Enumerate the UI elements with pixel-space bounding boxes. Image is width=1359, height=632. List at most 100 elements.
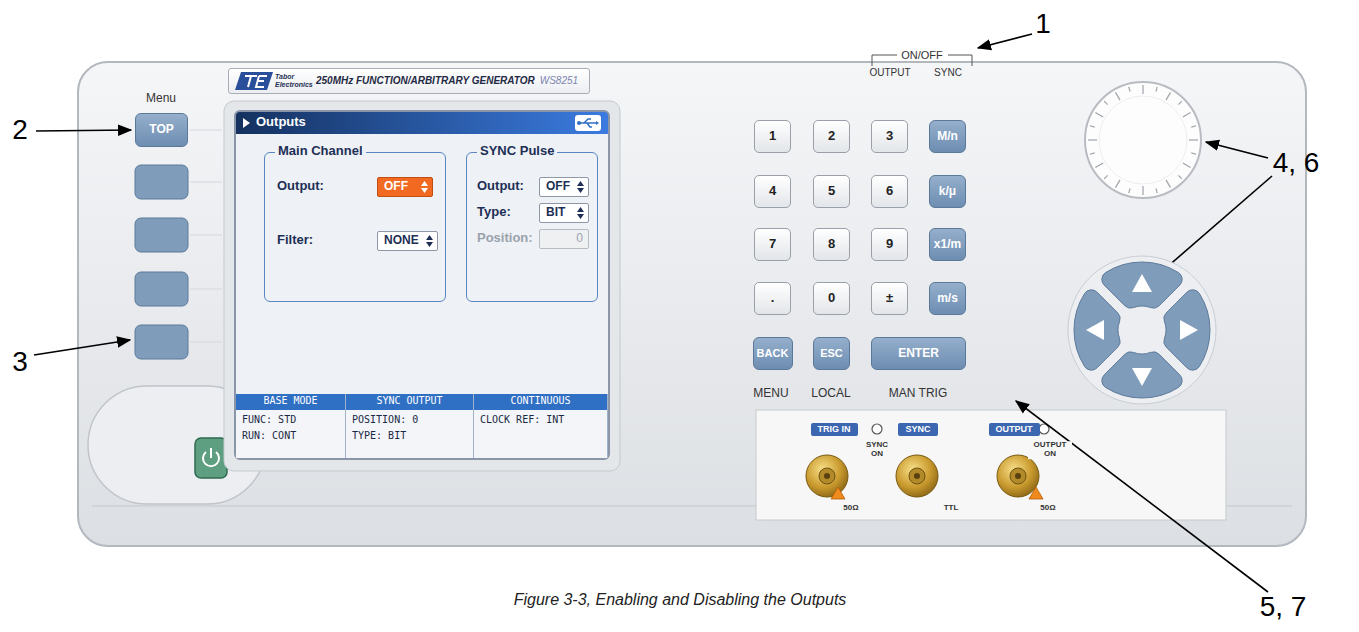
- node-text: 7: [769, 237, 776, 252]
- node-text: BIT: [546, 206, 565, 220]
- callout-leaders: [34, 34, 1272, 592]
- display-screen: OFF NONE Main ChannelOutput: Filter: OFF BIT 0…: [234, 110, 610, 460]
- node-text: m/s: [937, 292, 958, 306]
- number-key: 7: [754, 228, 791, 261]
- warning-triangles: [831, 487, 1043, 499]
- node-text: SYNC OUTPUT: [346, 395, 473, 407]
- unit-key: M/n: [929, 120, 966, 153]
- key-group-label: ON/OFF: [899, 49, 945, 61]
- figure-caption: Figure 3-3, Enabling and Disabling the O…: [514, 591, 847, 609]
- callout-number: 2: [12, 115, 28, 146]
- connector-area: [756, 410, 1226, 520]
- node-subtext: WS8251: [540, 75, 578, 87]
- callout-number: 5, 7: [1260, 592, 1307, 623]
- signal-level-label: TTL: [944, 504, 959, 513]
- decoration: [576, 179, 585, 195]
- node-text: BASE MODE: [236, 395, 345, 407]
- connector-badge: TRIG IN: [811, 423, 858, 436]
- node-text: SYNC Pulse: [477, 144, 557, 159]
- node-subtext: 250MHz FUNCTION/ARBITRARY GENERATOR: [316, 75, 535, 87]
- node-text: Tabor Electronics: [275, 73, 311, 89]
- node-text: Outputs: [256, 115, 306, 130]
- arrow-pad: [1068, 256, 1216, 404]
- node-text: x1/m: [934, 238, 961, 252]
- node-text: ESC: [820, 347, 843, 360]
- number-key: 3: [871, 120, 908, 153]
- node-text: 9: [886, 237, 893, 252]
- main-channel-group: OFFNONEMain ChannelOutput:Filter:: [264, 152, 446, 302]
- soft-keys: [135, 165, 188, 359]
- node-text: Main Channel: [275, 144, 366, 159]
- callout-number: 4, 6: [1273, 148, 1320, 179]
- callout-number: 1: [1035, 9, 1051, 40]
- node-subtext: Type:: [477, 205, 511, 220]
- node-text: 3: [886, 129, 893, 144]
- decoration: [574, 114, 602, 132]
- position-field: 0: [539, 229, 589, 249]
- key-function-label: MENU: [753, 387, 788, 400]
- impedance-label: 50Ω: [1040, 504, 1055, 513]
- node-text: 2: [828, 129, 835, 144]
- filter-selector: NONE: [377, 231, 438, 251]
- number-key: 9: [871, 228, 908, 261]
- key-function-label: SYNC: [934, 67, 962, 78]
- key-function-label: OUTPUT: [869, 67, 910, 78]
- node-subtext: Output:: [277, 179, 324, 194]
- unit-key: k/μ: [929, 175, 966, 208]
- node-text: 0: [576, 232, 583, 246]
- soft-key-grooves: [190, 130, 222, 342]
- node-text: OFF: [546, 180, 570, 194]
- output-selector: OFF: [377, 177, 433, 197]
- decoration: [233, 71, 273, 91]
- decoration: [420, 179, 429, 195]
- node-text: ENTER: [898, 347, 939, 361]
- number-key: ±: [871, 282, 908, 315]
- node-subtext: TYPE: BIT: [352, 430, 406, 442]
- node-text: TOP: [149, 123, 173, 137]
- led-label: OUTPUT ON: [1028, 441, 1072, 459]
- decoration: [576, 205, 585, 221]
- node-subtext: Position:: [477, 231, 533, 246]
- node-text: 8: [828, 237, 835, 252]
- function-key: ENTER: [871, 337, 966, 370]
- screen-bezel: [224, 101, 620, 471]
- node-text: 4: [769, 184, 776, 199]
- node-text: 0: [828, 291, 835, 306]
- node-text: OUTPUT: [996, 424, 1033, 434]
- number-key: 0: [813, 282, 850, 315]
- callout-number: 3: [12, 347, 28, 378]
- node-text: BACK: [757, 347, 789, 360]
- key-function-label: MAN TRIG: [889, 387, 947, 400]
- number-key: 2: [813, 120, 850, 153]
- node-subtext: POSITION: 0: [352, 414, 418, 426]
- node-subtext: Filter:: [277, 233, 313, 248]
- menu-label: Menu: [146, 92, 176, 105]
- connector-badge: SYNC: [898, 423, 938, 436]
- impedance-label: 50Ω: [843, 504, 858, 513]
- node-text: 6: [886, 184, 893, 199]
- node-text: SYNC: [905, 424, 930, 434]
- status-cell: SYNC OUTPUT POSITION: 0 TYPE: BIT: [346, 394, 474, 458]
- number-key: 5: [813, 175, 850, 208]
- node-text: OFF: [384, 180, 408, 194]
- unit-key: x1/m: [929, 228, 966, 261]
- decoration: [425, 233, 434, 249]
- node-text: TRIG IN: [818, 424, 851, 434]
- node-text: CONTINUOUS: [474, 395, 607, 407]
- connector-badge: OUTPUT: [989, 423, 1040, 436]
- function-key: ESC: [813, 337, 850, 370]
- number-key: 8: [813, 228, 850, 261]
- node-text: NONE: [384, 234, 419, 248]
- bnc-connectors: [806, 455, 1039, 497]
- sync-pulse-group: OFFBIT0SYNC PulseOutput:Type:Position:: [466, 152, 598, 302]
- number-key: .: [754, 282, 791, 315]
- number-key: 1: [754, 120, 791, 153]
- node-text: 5: [828, 184, 835, 199]
- top-menu-key: TOP: [135, 113, 188, 147]
- node-text: M/n: [937, 130, 958, 144]
- node-text: 1: [769, 129, 776, 144]
- node-text: k/μ: [939, 185, 956, 199]
- node-subtext: CLOCK REF: INT: [480, 414, 564, 426]
- node-subtext: RUN: CONT: [242, 430, 296, 442]
- knob: [1085, 82, 1201, 198]
